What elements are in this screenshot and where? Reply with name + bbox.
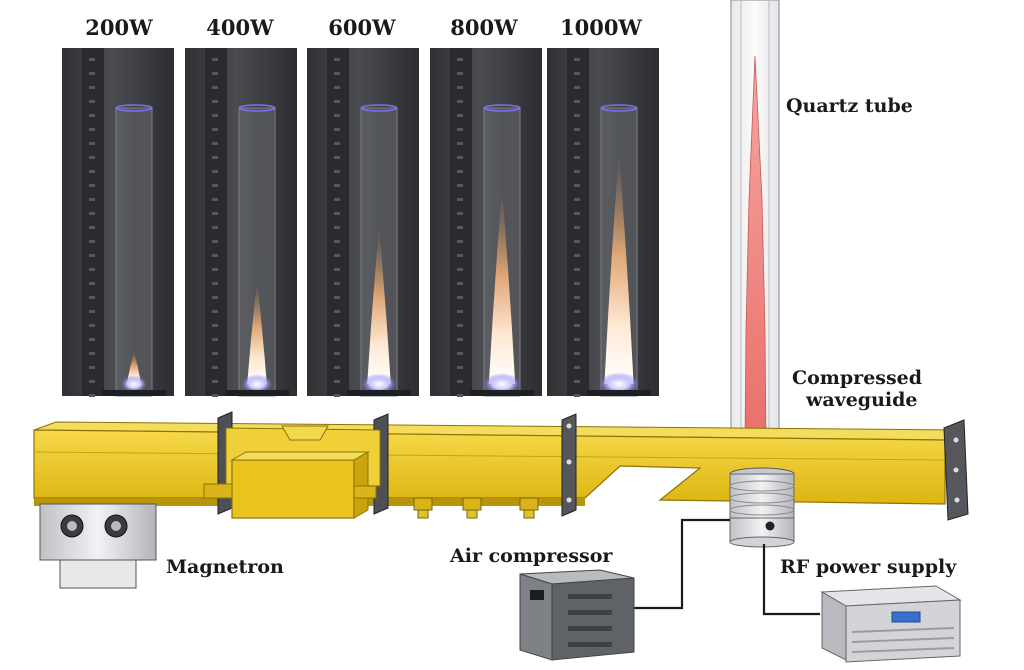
compressed-waveguide-label-line2: waveguide [806, 388, 918, 411]
plasma-photo-3 [307, 48, 419, 397]
ruler-strip [82, 48, 104, 396]
waveguide-body [33, 421, 960, 506]
plasma-glow [488, 189, 516, 384]
plasma-glow [247, 281, 267, 384]
rf-power-supply-unit [820, 585, 962, 663]
quartz-tube-label: Quartz tube [786, 95, 913, 117]
power-label-200w: 200W [85, 15, 153, 40]
waveguide-flange-mid [561, 413, 577, 517]
plasma-photo-panels [62, 48, 659, 397]
magnetron-block [39, 503, 157, 589]
magnetron-housing [203, 425, 381, 519]
magnetron-label: Magnetron [166, 556, 284, 578]
power-label-1000w: 1000W [559, 15, 643, 40]
power-label-800w: 800W [450, 15, 518, 40]
ruler-strip [450, 48, 472, 396]
plasma-photo-5 [547, 48, 659, 397]
gas-injector [729, 467, 795, 548]
plasma-photo-1 [62, 48, 174, 397]
compressed-waveguide-label: Compressed waveguide [792, 367, 923, 412]
plasma-photo-2 [185, 48, 297, 397]
tuning-stubs [413, 497, 539, 519]
plasma-photo-4 [430, 48, 542, 397]
power-label-600w: 600W [328, 15, 396, 40]
ruler-strip [327, 48, 349, 396]
ruler-strip [567, 48, 589, 396]
power-label-400w: 400W [206, 15, 274, 40]
air-compressor-label: Air compressor [450, 545, 613, 567]
plasma-glow [367, 227, 391, 384]
rf-power-supply-label: RF power supply [780, 556, 957, 578]
compressed-waveguide-label-line1: Compressed [792, 367, 923, 389]
plasma-glow [604, 151, 634, 384]
air-compressor-unit [519, 569, 635, 661]
waveguide-flange-end [943, 419, 969, 521]
ruler-strip [205, 48, 227, 396]
connection-lines [630, 518, 820, 616]
